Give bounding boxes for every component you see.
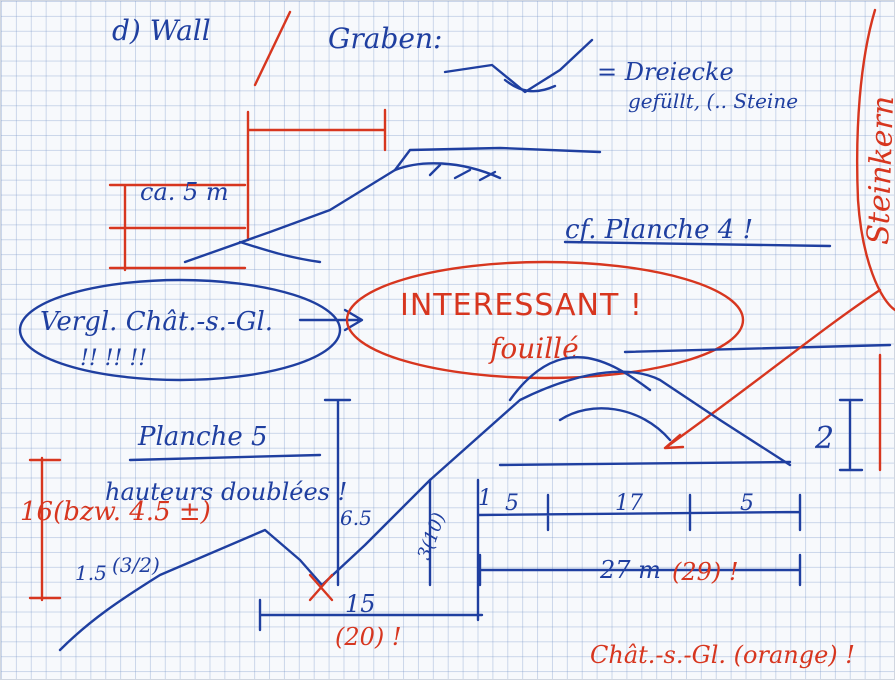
width-15-measure (258, 598, 484, 632)
wall-core-arch (393, 162, 502, 180)
d5b-label: 5 (740, 491, 754, 516)
hauteurs-label: hauteurs doublées ! (105, 478, 347, 506)
height-65-measure (323, 398, 352, 587)
planche4-underline (563, 240, 832, 248)
wall-curve (238, 240, 322, 264)
dreiecke-text: = Dreiecke (597, 58, 734, 86)
ditch-fill-lines (503, 78, 557, 93)
fouille-label: fouillé (488, 332, 579, 365)
vergl-label: Vergl. Chât.-s.-Gl. (40, 307, 273, 337)
red-pointer-arrow (663, 288, 882, 450)
d15-label: 15 (345, 590, 376, 618)
top-line (623, 343, 892, 354)
ca5m-label: ca. 5 m (140, 178, 229, 206)
h15-label: 1.5 (75, 561, 107, 585)
d27-label: 27 m (599, 556, 661, 584)
planche4-label: cf. Planche 4 ! (565, 215, 753, 245)
wall-width-measure (246, 108, 387, 242)
height-16-measure (28, 456, 62, 602)
width-27-measure (478, 553, 802, 587)
gefuellt-text: gefüllt, (.. Steine (628, 89, 798, 113)
d29-label: (29) ! (672, 558, 739, 586)
chat-orange-label: Chât.-s.-Gl. (orange) ! (590, 641, 855, 669)
mound-outline (508, 356, 652, 402)
vergl-oval (18, 278, 342, 382)
arrow-right (298, 308, 364, 332)
h16-label: 16(bzw. 4.5 ±) (20, 497, 211, 527)
d17-label: 17 (615, 491, 643, 516)
h3-label: 3(10) (414, 510, 450, 563)
wall-core-stones (428, 163, 497, 182)
red-x-mark (308, 573, 334, 602)
planche5-label: Planche 5 (137, 422, 268, 452)
vergl-exclaim: !! !! !! (80, 346, 147, 371)
width-dimension-lines (476, 478, 802, 622)
interessant-label: INTERESSANT ! (400, 288, 643, 323)
baseline (498, 460, 792, 467)
wall-height-measure (108, 183, 247, 272)
d2-label: 2 (814, 421, 834, 456)
planche5-underline (128, 453, 322, 462)
interessant-oval (345, 260, 745, 380)
planche5-profile (58, 370, 792, 652)
steinkern-label: Steinkern (861, 95, 895, 245)
graben-label: Graben: (328, 22, 442, 55)
red-slash-stroke (253, 10, 292, 87)
ditch-profile (443, 38, 594, 94)
h32-label: (3/2) (112, 553, 160, 577)
wall-heading: d) Wall (112, 14, 211, 47)
d20-label: (20) ! (335, 623, 402, 651)
core-stones (558, 407, 672, 442)
d5a-label: 5 (505, 491, 519, 516)
h65-label: 6.5 (340, 506, 372, 530)
d1-label: 1 (478, 486, 492, 511)
height-2-measure (838, 398, 864, 472)
